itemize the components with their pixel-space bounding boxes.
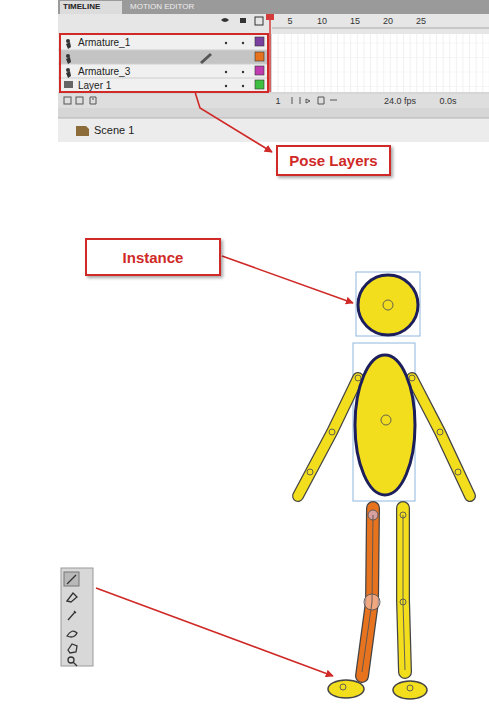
ui-label: Armature_3 <box>78 67 130 77</box>
timeline-panel <box>58 0 489 142</box>
ui-label: MOTION EDITOR <box>130 3 194 11</box>
ui-label: 1 <box>275 97 280 106</box>
ui-label: Armature_1 <box>78 38 130 48</box>
callout-text: Instance <box>123 249 184 266</box>
ui-label: Layer 1 <box>78 81 111 91</box>
ui-label: 20 <box>383 17 393 26</box>
ui-label: 24.0 fps <box>384 97 416 106</box>
toolbox <box>61 568 93 666</box>
ui-label: 10 <box>317 17 327 26</box>
ui-label: TIMELINE <box>63 3 100 11</box>
callout-box: Pose Layers <box>276 145 391 176</box>
ui-label: 15 <box>350 17 360 26</box>
armature-figure <box>298 272 470 699</box>
callout-text: Pose Layers <box>289 152 377 169</box>
ui-label: 25 <box>416 17 426 26</box>
ui-label: 5 <box>287 17 292 26</box>
callout-box: Instance <box>85 238 221 276</box>
ui-label: Scene 1 <box>94 125 134 136</box>
ui-label: 0.0s <box>439 97 456 106</box>
